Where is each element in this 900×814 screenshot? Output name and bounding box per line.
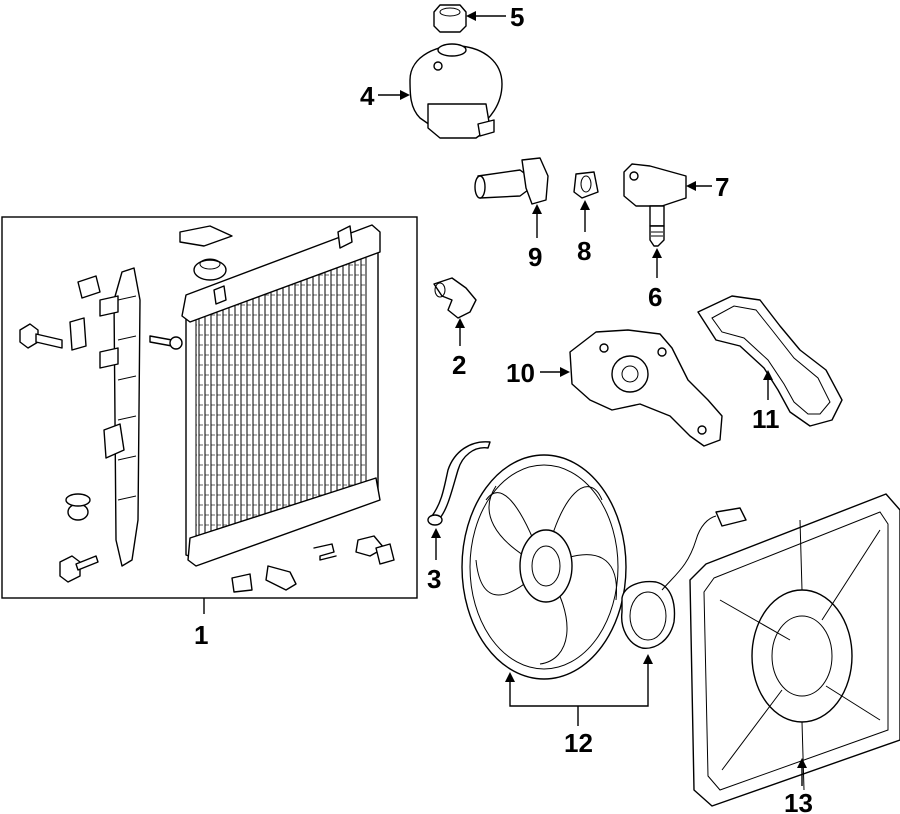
radiator-hose bbox=[427, 441, 491, 526]
bypass-hose bbox=[433, 277, 477, 319]
radiator-bolt-lower bbox=[59, 555, 99, 583]
radiator-lower-mount bbox=[65, 493, 91, 521]
radiator-side-bracket bbox=[99, 267, 141, 567]
callout-2: 2 bbox=[452, 350, 466, 380]
radiator-core bbox=[181, 224, 381, 567]
reservoir-cap bbox=[433, 4, 467, 33]
radiator-clip bbox=[77, 275, 101, 299]
coolant-outlet-pipe bbox=[474, 157, 549, 205]
callout-13: 13 bbox=[784, 788, 813, 814]
callout-5: 5 bbox=[510, 2, 524, 32]
radiator-assembly-group bbox=[1, 216, 418, 614]
callout-10: 10 bbox=[506, 358, 535, 388]
seal-gasket bbox=[573, 171, 599, 199]
callout-9: 9 bbox=[528, 242, 542, 272]
coolant-reservoir bbox=[409, 43, 503, 139]
callout-12: 12 bbox=[564, 728, 593, 758]
callout-3: 3 bbox=[427, 564, 441, 594]
callout-4: 4 bbox=[360, 81, 375, 111]
cooling-fan-assembly bbox=[461, 454, 747, 680]
callout-6: 6 bbox=[648, 282, 662, 312]
radiator-group-frame bbox=[1, 216, 418, 599]
sensor-connector bbox=[355, 535, 395, 565]
callout-11: 11 bbox=[752, 404, 780, 434]
water-pump-gasket bbox=[697, 295, 843, 427]
callout-1: 1 bbox=[194, 620, 208, 650]
callout-8: 8 bbox=[577, 236, 591, 266]
drain-plug bbox=[265, 565, 297, 591]
radiator-upper-mount bbox=[179, 225, 233, 281]
fan-shroud bbox=[689, 493, 900, 807]
radiator-clip-2 bbox=[69, 317, 87, 351]
leaders bbox=[378, 11, 807, 786]
hose-fitting-s bbox=[313, 543, 337, 561]
callout-7: 7 bbox=[715, 172, 729, 202]
thermostat-housing bbox=[623, 163, 687, 227]
water-pump bbox=[569, 329, 723, 447]
coolant-temperature-sensor bbox=[649, 225, 665, 247]
lower-clip bbox=[231, 573, 253, 593]
radiator-bolt-left bbox=[19, 323, 63, 349]
radiator-bolt-right bbox=[149, 335, 183, 350]
